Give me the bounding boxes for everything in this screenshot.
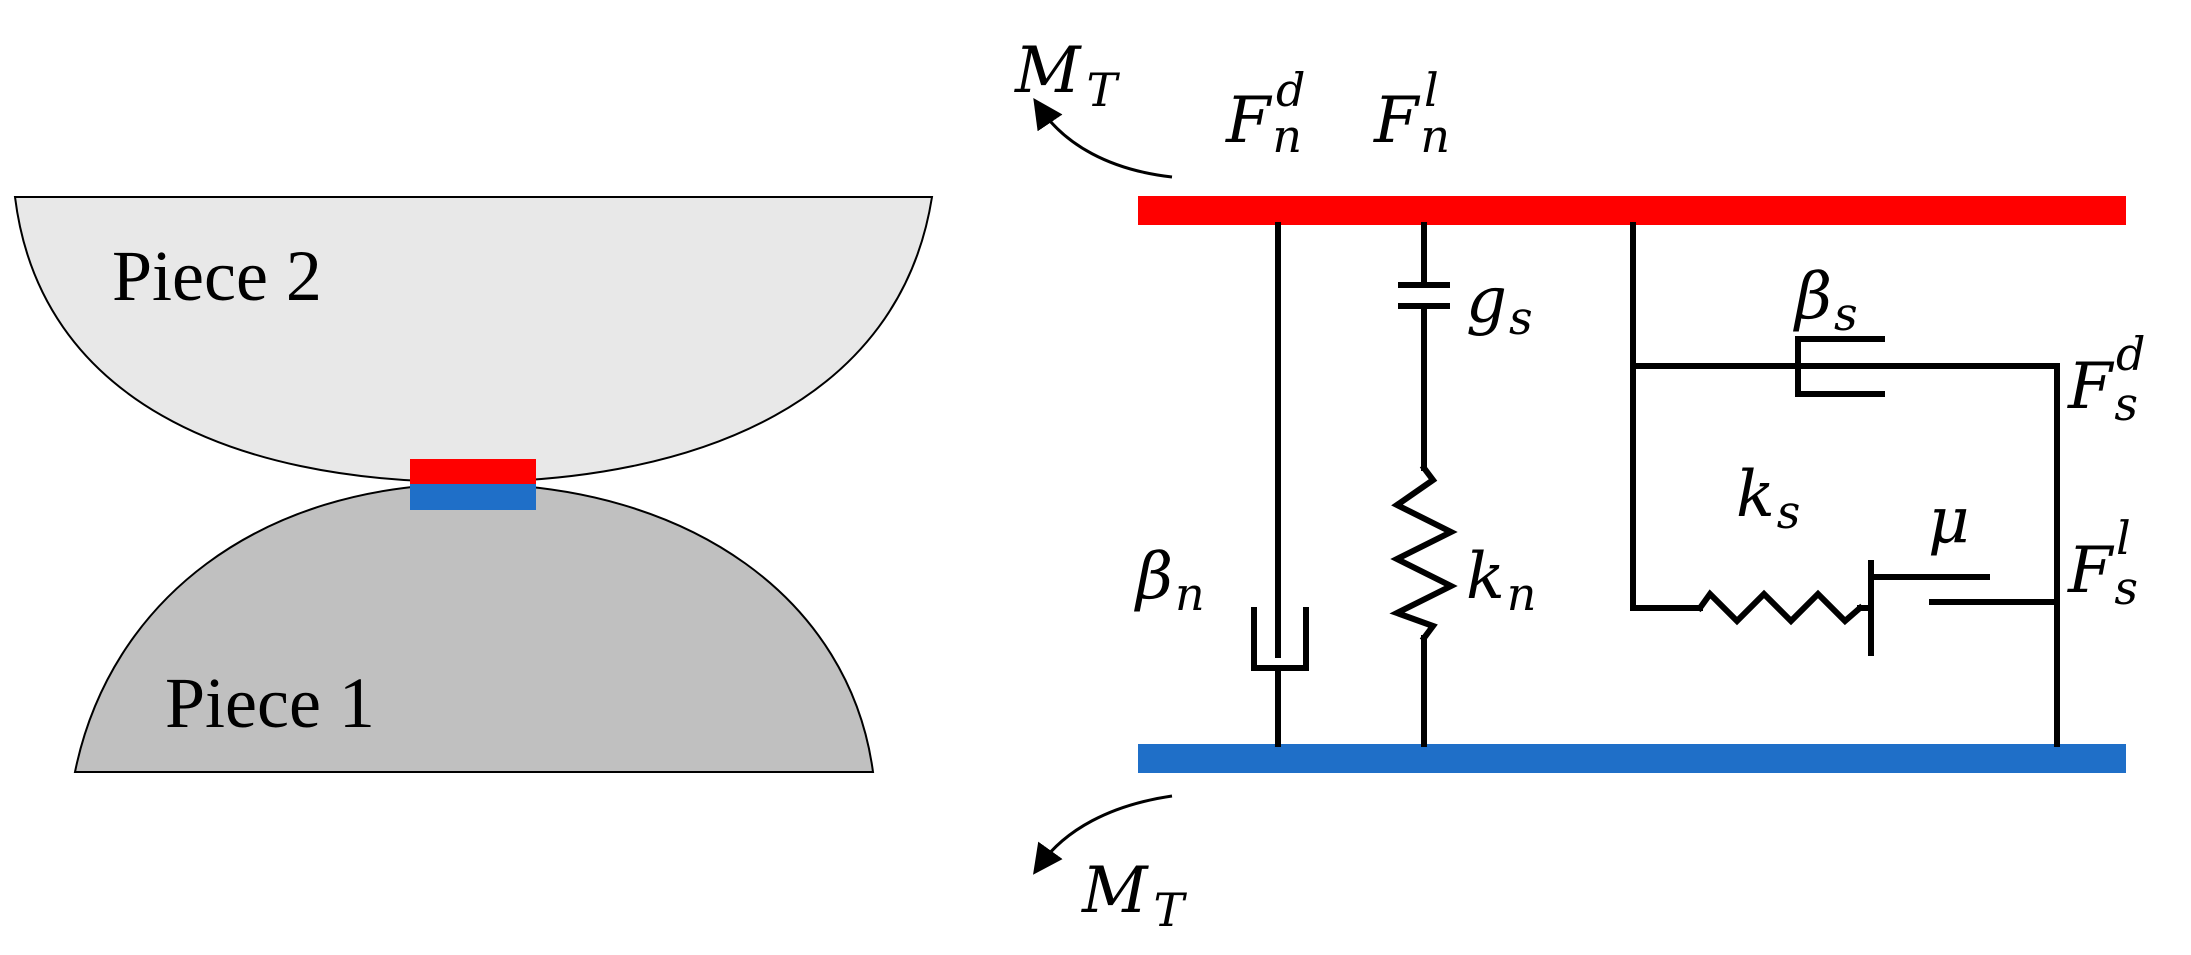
label-fs-damping: Fsd <box>2067 327 2145 431</box>
label-beta-s: βs <box>1793 260 1858 341</box>
pieces-illustration: Piece 2 Piece 1 <box>13 196 934 773</box>
contact-patch-bottom <box>410 484 536 510</box>
moment-arrow-top <box>1033 98 1173 179</box>
label-fn-damping: Fnd <box>1225 63 1306 163</box>
label-gap: gs <box>1466 264 1533 345</box>
label-beta-n: βn <box>1134 540 1205 621</box>
normal-gap-spring <box>1389 222 1458 747</box>
label-mu: μ <box>1928 484 1970 558</box>
bottom-plate <box>1138 744 2126 773</box>
label-fn-linear: Fnl <box>1373 63 1450 163</box>
tangential-branches <box>1630 222 2060 747</box>
piece-2-label: Piece 2 <box>112 236 322 316</box>
contact-patch-top <box>410 459 536 484</box>
moment-arrow-bottom <box>1033 794 1173 875</box>
label-k-s: ks <box>1736 458 1800 539</box>
normal-damper <box>1251 222 1309 747</box>
label-k-n: kn <box>1466 540 1536 621</box>
piece-1-label: Piece 1 <box>165 663 375 743</box>
label-fs-linear: Fsl <box>2067 511 2138 615</box>
top-plate <box>1138 196 2126 225</box>
